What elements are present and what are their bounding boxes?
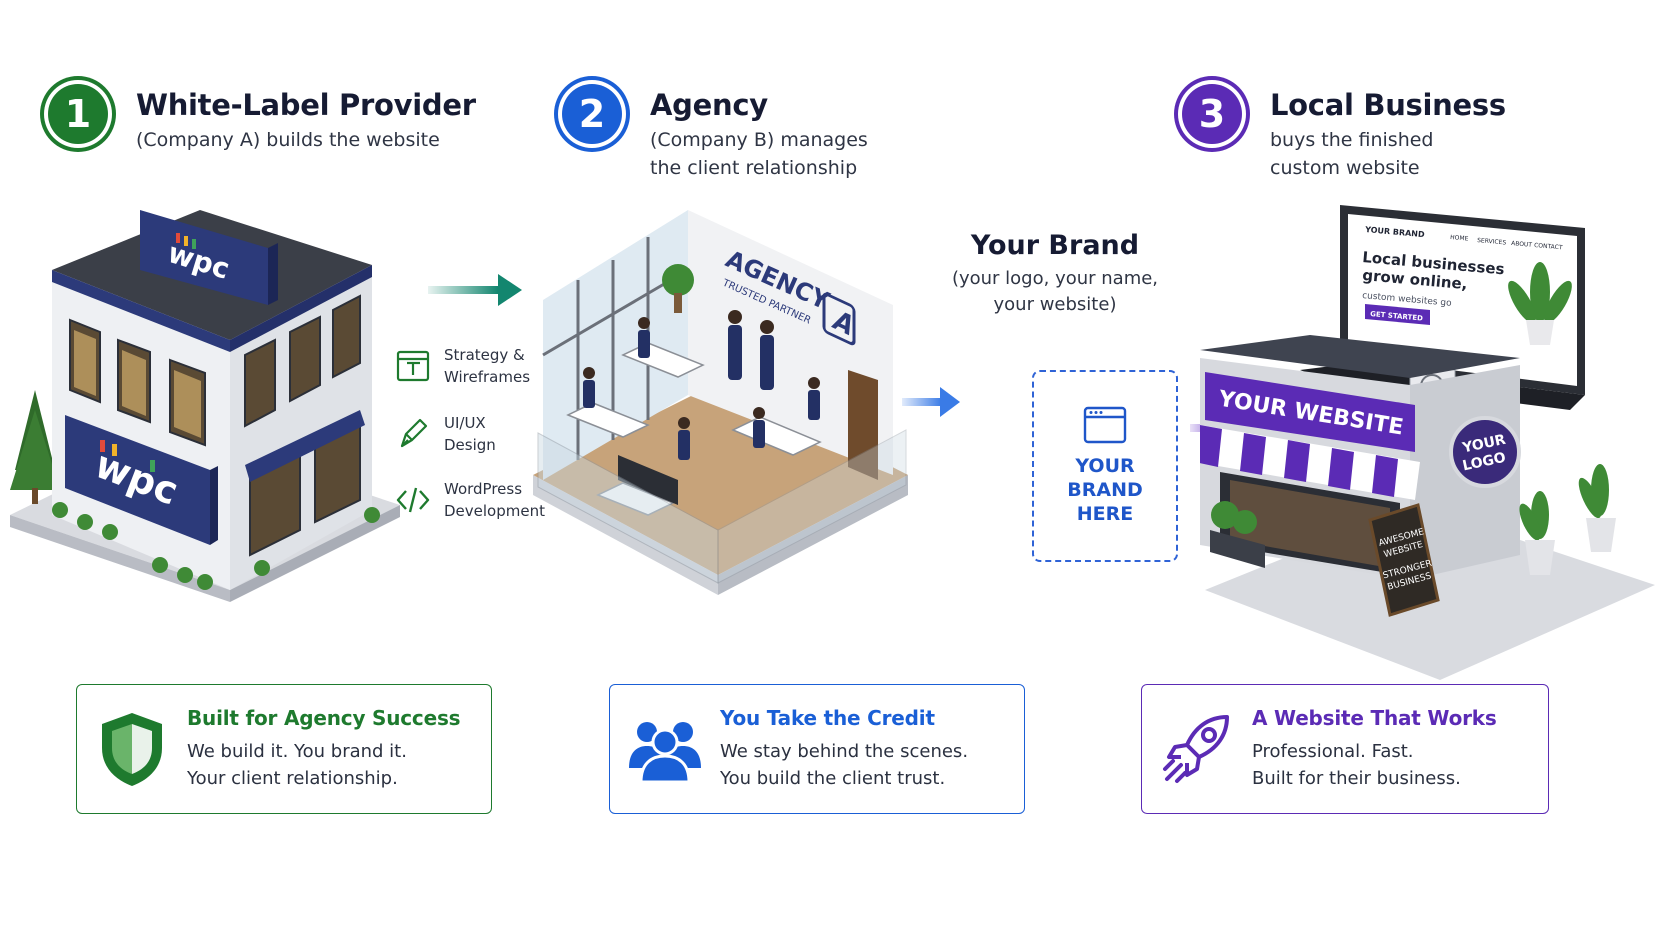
card-3-title: A Website That Works <box>1252 706 1497 730</box>
arrow-right-icon <box>902 387 960 417</box>
rocket-icon <box>1163 715 1229 783</box>
step-3-title: Local Business <box>1270 88 1506 122</box>
card-3-line-1: Professional. Fast. <box>1252 741 1414 762</box>
browser-window-icon <box>1083 406 1127 444</box>
users-icon <box>629 722 701 782</box>
pen-icon <box>400 418 428 448</box>
brand-placeholder-box: YOUR BRAND HERE <box>1032 370 1178 562</box>
shield-icon <box>102 713 162 786</box>
step-3-badge: 3 <box>1182 84 1242 144</box>
card-1-title: Built for Agency Success <box>187 706 461 730</box>
card-1-line-1: We build it. You brand it. <box>187 741 407 762</box>
card-agency-success: Built for Agency Success We build it. Yo… <box>76 684 492 814</box>
step-1-desc: (Company A) builds the website <box>136 129 440 151</box>
card-1-line-2: Your client relationship. <box>187 768 398 789</box>
step-2-title: Agency <box>650 88 768 122</box>
brand-title: Your Brand <box>970 230 1140 261</box>
laptop-nav-contact[interactable]: CONTACT <box>1534 242 1563 251</box>
card-2-line-1: We stay behind the scenes. <box>720 741 969 762</box>
arrow-right-icon <box>428 274 522 306</box>
wireframe-icon <box>396 350 430 382</box>
laptop-nav-services[interactable]: SERVICES <box>1477 237 1507 247</box>
provider-building-illustration: wpc wpc <box>10 210 400 602</box>
card-take-credit: You Take the Credit We stay behind the s… <box>609 684 1025 814</box>
laptop-nav-home[interactable]: HOME <box>1450 234 1469 243</box>
storefront-illustration: YOUR BRAND HOME SERVICES ABOUT CONTACT L… <box>1200 205 1655 680</box>
card-3-line-2: Built for their business. <box>1252 768 1461 789</box>
brand-desc: (your logo, your name, your website) <box>951 268 1159 315</box>
card-2-title: You Take the Credit <box>720 706 935 730</box>
step-2-badge: 2 <box>562 84 622 144</box>
laptop-nav-about[interactable]: ABOUT <box>1511 240 1533 249</box>
step-3-desc: buys the finished custom website <box>1270 129 1434 179</box>
step-1-title: White-Label Provider <box>136 88 476 122</box>
step-1-badge: 1 <box>48 84 108 144</box>
card-website-works: A Website That Works Professional. Fast.… <box>1141 684 1549 814</box>
service-strategy: Strategy &Wireframes <box>396 344 530 388</box>
agency-office-illustration: A AGENCY TRUSTED PARTNER <box>533 210 908 595</box>
step-2-desc: (Company B) manages the client relations… <box>650 129 868 179</box>
card-2-line-2: You build the client trust. <box>720 768 946 789</box>
code-icon <box>396 487 430 513</box>
